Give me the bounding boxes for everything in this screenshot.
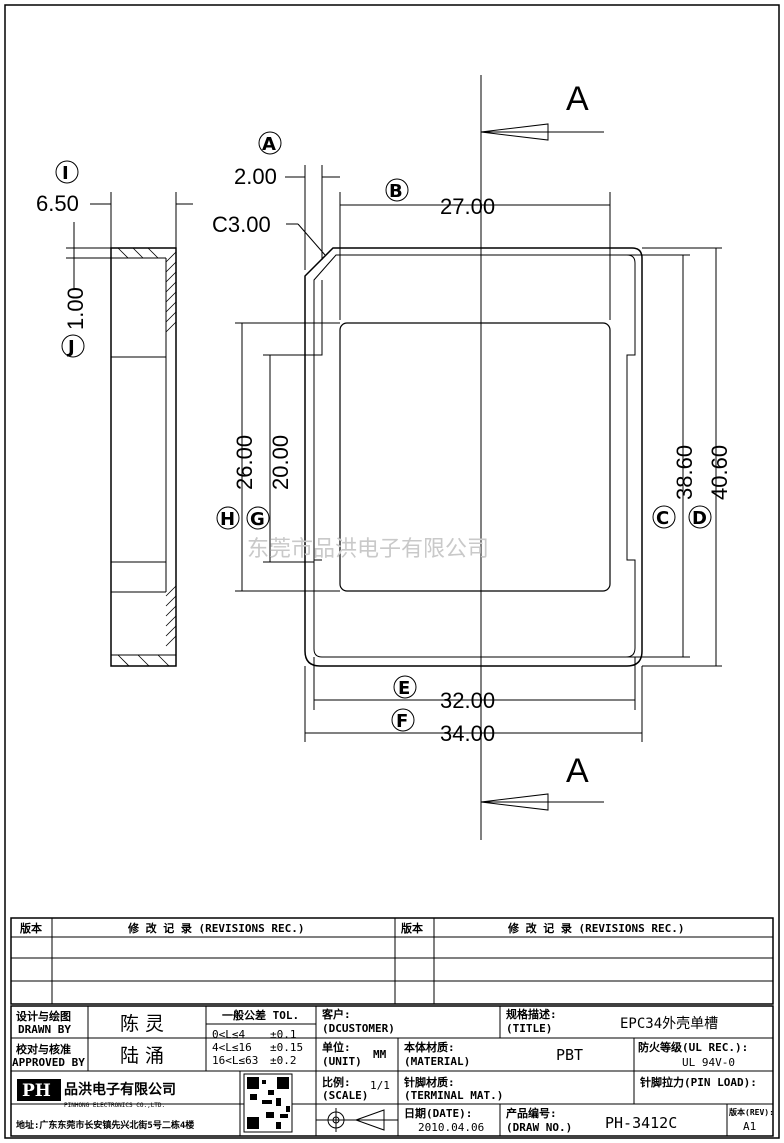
material-label-en: (MATERIAL) xyxy=(404,1055,470,1068)
designer-name: 陈 灵 xyxy=(120,1013,164,1035)
date-label: 日期(DATE): xyxy=(404,1106,472,1120)
front-view xyxy=(304,247,643,667)
dim-b-text: 27.00 xyxy=(440,194,495,219)
dim-e-text: 32.00 xyxy=(440,688,495,713)
dim-a-text: 2.00 xyxy=(234,164,277,189)
section-arrow-bottom: A xyxy=(480,752,604,811)
dimension-h: 26.00 H xyxy=(216,322,340,592)
tolerance-value-2: ±0.15 xyxy=(270,1041,303,1054)
designer-label-en: DRAWN BY xyxy=(18,1023,71,1036)
material-value: PBT xyxy=(556,1046,583,1064)
section-arrow-top: A xyxy=(480,80,604,141)
dim-d-text: 40.60 xyxy=(707,445,732,500)
label-d: D xyxy=(692,508,707,529)
date-value: 2010.04.06 xyxy=(418,1121,484,1134)
watermark: 东莞市品洪电子有限公司 xyxy=(247,537,489,562)
section-label-top: A xyxy=(566,80,589,118)
company-logo: PH xyxy=(17,1079,61,1101)
spec-label-en: (TITLE) xyxy=(506,1022,552,1035)
rev-version-header-right: 版本 xyxy=(401,921,423,935)
revisions-table: 版本 修 改 记 录 (REVISIONS REC.) 版本 修 改 记 录 (… xyxy=(10,917,774,1005)
title-block: 设计与绘图 DRAWN BY 陈 灵 校对与核准 APPROVED BY 陆 涌… xyxy=(10,1005,774,1137)
label-c: C xyxy=(656,508,669,529)
pin-material-label: 针脚材质: xyxy=(404,1075,455,1089)
drawno-label: 产品编号: xyxy=(506,1106,557,1120)
scale-label-en: (SCALE) xyxy=(322,1089,368,1102)
label-b: B xyxy=(389,181,403,202)
scale-value: 1/1 xyxy=(370,1079,390,1092)
spec-label: 规格描述: xyxy=(506,1007,557,1021)
rev-version-header-left: 版本 xyxy=(20,921,42,935)
dimension-f: 34.00 F xyxy=(304,666,643,746)
dim-j-text: 1.00 xyxy=(63,287,88,330)
label-i: I xyxy=(62,163,69,184)
customer-label: 客户: xyxy=(321,1007,351,1021)
side-view xyxy=(110,247,177,667)
approver-name: 陆 涌 xyxy=(120,1045,164,1067)
tolerance-range-3: 16<L≤63 xyxy=(212,1054,258,1067)
customer-label-en: (DCUSTOMER) xyxy=(322,1022,395,1035)
tolerance-range-1: 0<L≤4 xyxy=(212,1028,245,1041)
fire-label: 防火等级(UL REC.): xyxy=(638,1040,748,1054)
dim-f-text: 34.00 xyxy=(440,721,495,746)
label-f: F xyxy=(396,711,408,732)
tolerance-title: 一般公差 TOL. xyxy=(222,1008,299,1022)
designer-label: 设计与绘图 xyxy=(16,1009,71,1023)
dimension-j: 1.00 J xyxy=(61,222,111,358)
tolerance-range-2: 4<L≤16 xyxy=(212,1041,252,1054)
sheet-border xyxy=(4,4,780,1139)
rev-record-header-right: 修 改 记 录 (REVISIONS REC.) xyxy=(507,921,684,935)
dimension-chamfer: C3.00 xyxy=(212,212,326,256)
label-j: J xyxy=(66,337,75,358)
label-a: A xyxy=(262,134,276,155)
dimension-g: 20.00 G xyxy=(246,354,314,563)
rev-value: A1 xyxy=(743,1120,756,1133)
dim-h-text: 26.00 xyxy=(232,435,257,490)
rev-record-header-left: 修 改 记 录 (REVISIONS REC.) xyxy=(127,921,304,935)
dimension-c: 38.60 C xyxy=(627,254,697,658)
dimension-b: B 27.00 xyxy=(339,178,611,320)
dimension-d: 40.60 D xyxy=(642,247,732,667)
dimension-e: 32.00 E xyxy=(313,657,636,713)
unit-value: MM xyxy=(373,1048,387,1061)
tolerance-value-1: ±0.1 xyxy=(270,1028,297,1041)
fire-value: UL 94V-0 xyxy=(682,1056,735,1069)
company-name-en: PINHONG ELECTRONICS CO.,LTD. xyxy=(64,1102,165,1109)
label-g: G xyxy=(250,509,265,530)
unit-label: 单位: xyxy=(322,1040,351,1054)
dim-i-text: 6.50 xyxy=(36,191,79,216)
dimension-a: A 2.00 xyxy=(234,131,340,270)
section-label-bottom: A xyxy=(566,752,589,790)
dimension-i: I 6.50 xyxy=(36,160,193,248)
pin-material-label-en: (TERMINAL MAT.) xyxy=(404,1089,503,1102)
logo-text: PH xyxy=(22,1081,51,1101)
dim-c-text: 38.60 xyxy=(672,445,697,500)
approver-label: 校对与核准 xyxy=(16,1042,71,1056)
label-h: H xyxy=(220,509,235,530)
scale-label: 比例: xyxy=(322,1075,351,1089)
label-e: E xyxy=(398,678,410,699)
unit-label-en: (UNIT) xyxy=(322,1055,362,1068)
dim-chamfer-text: C3.00 xyxy=(212,212,271,237)
qr-code-icon xyxy=(243,1073,293,1133)
spec-value: EPC34外壳单槽 xyxy=(620,1015,718,1032)
company-name-cn: 品洪电子有限公司 xyxy=(64,1081,176,1098)
material-label: 本体材质: xyxy=(404,1040,455,1054)
drawno-value: PH-3412C xyxy=(605,1114,677,1132)
projection-symbol xyxy=(324,1108,385,1132)
company-address: 地址:广东东莞市长安镇先兴北街5号二栋4楼 xyxy=(16,1119,194,1131)
tolerance-value-3: ±0.2 xyxy=(270,1054,297,1067)
drawno-label-en: (DRAW NO.) xyxy=(506,1121,572,1134)
approver-label-en: APPROVED BY xyxy=(12,1056,85,1069)
pin-load-label: 针脚拉力(PIN LOAD): xyxy=(640,1075,757,1089)
rev-label: 版本(REV): xyxy=(728,1107,774,1117)
dim-g-text: 20.00 xyxy=(268,435,293,490)
